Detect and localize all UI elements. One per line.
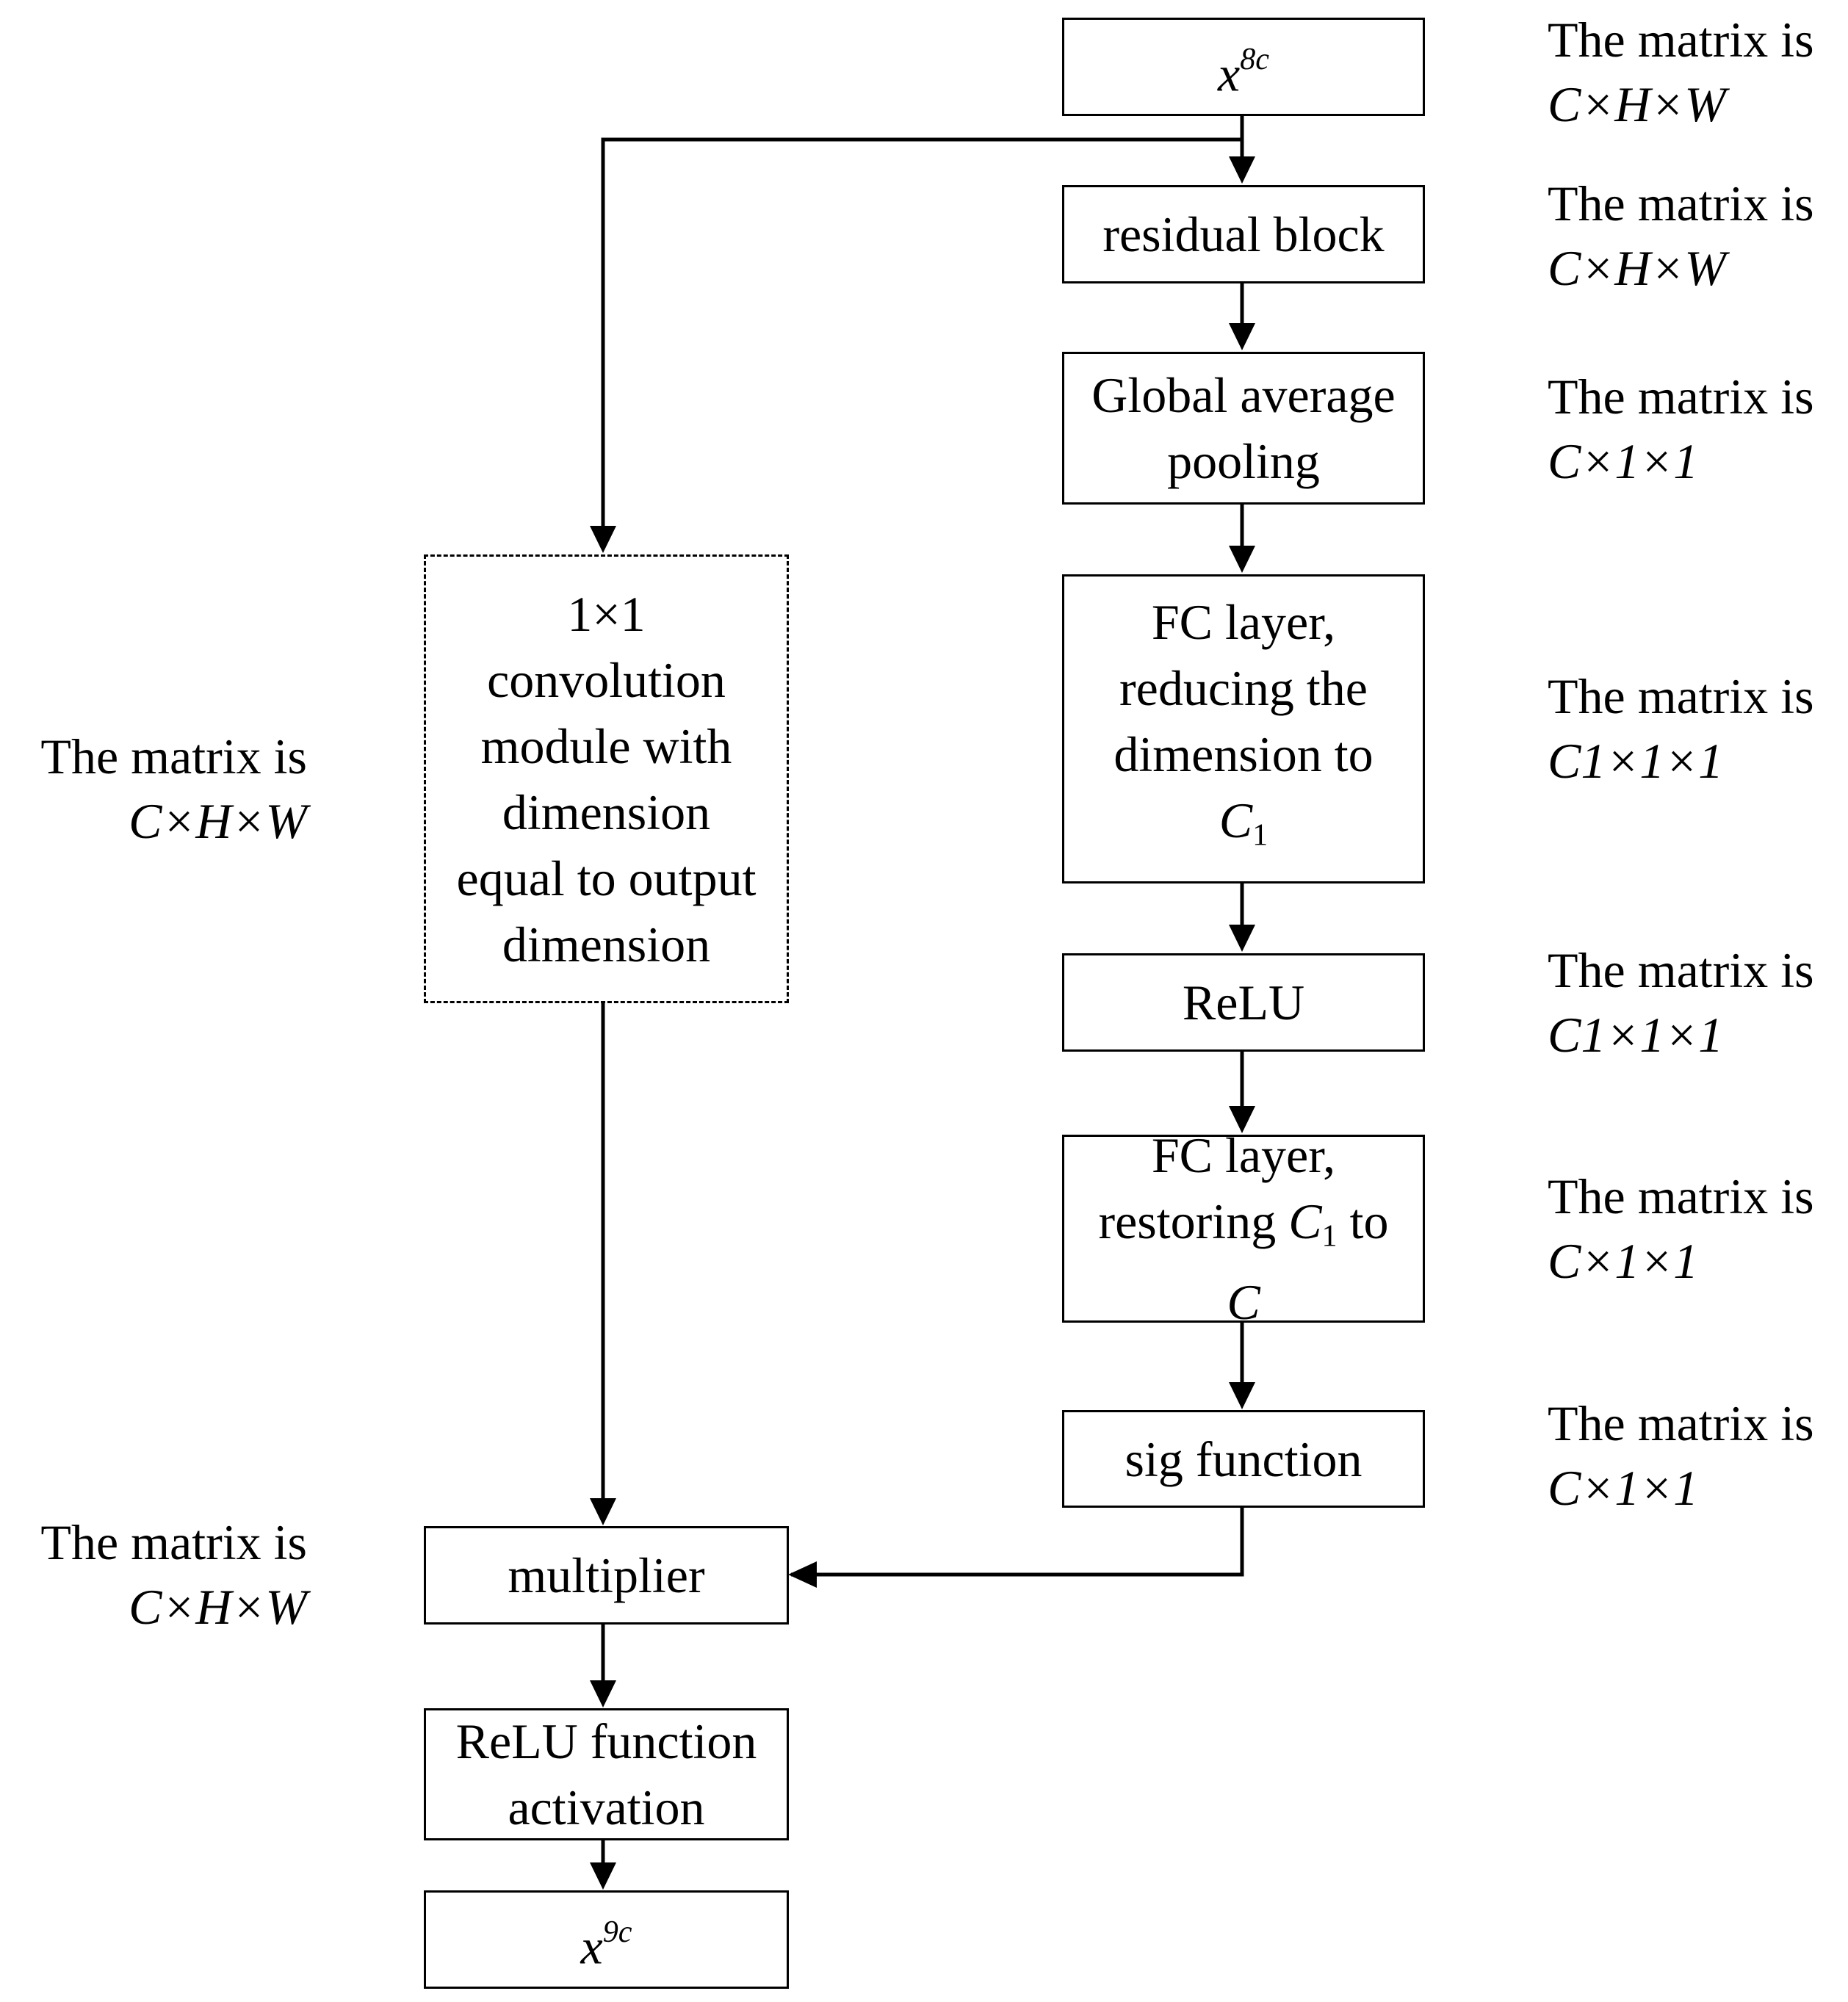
annotation-residual-prefix: The matrix is	[1548, 176, 1814, 231]
fc1-line1: FC layer,	[1151, 594, 1336, 651]
fc2-line2a: restoring	[1098, 1193, 1289, 1249]
annotation-fc1: The matrix is C1×1×1	[1548, 664, 1814, 793]
annotation-relu-prefix: The matrix is	[1548, 942, 1814, 998]
sig-label: sig function	[1125, 1431, 1362, 1487]
annotation-relu-dims: C1×1×1	[1548, 1007, 1724, 1063]
conv-line6: dimension	[502, 916, 711, 972]
arrowhead-residual	[1229, 156, 1255, 184]
fc1-line3: dimension to	[1114, 726, 1374, 783]
annotation-relu: The matrix is C1×1×1	[1548, 938, 1814, 1067]
arrowhead-conv	[590, 526, 616, 553]
fc-reduce-node: FC layer, reducing the dimension to C1	[1062, 574, 1425, 883]
output-var: x	[580, 1918, 603, 1975]
input-node: x8c	[1062, 18, 1425, 116]
arrowhead-multiplier-top	[590, 1498, 616, 1525]
annotation-conv-dims: C×H×W	[129, 793, 307, 849]
annotation-gap: The matrix is C×1×1	[1548, 364, 1814, 494]
annotation-fc1-dims: C1×1×1	[1548, 733, 1724, 789]
annotation-multiplier-prefix: The matrix is	[40, 1514, 307, 1570]
arrowhead-multiplier-right	[788, 1561, 817, 1588]
relu-label: ReLU	[1182, 975, 1305, 1030]
annotation-fc2-dims: C×1×1	[1548, 1233, 1699, 1289]
multiplier-label: multiplier	[508, 1547, 705, 1603]
relu-act-line1: ReLU function	[455, 1713, 757, 1769]
fc2-sub: 1	[1321, 1218, 1338, 1254]
annotation-input-prefix: The matrix is	[1548, 12, 1814, 68]
annotation-fc2: The matrix is C×1×1	[1548, 1164, 1814, 1293]
conv-line1: 1×1	[567, 585, 646, 642]
fc1-line2: reducing the	[1119, 660, 1368, 717]
gap-line1: Global average	[1091, 367, 1396, 423]
annotation-conv: The matrix is C×H×W	[13, 724, 307, 853]
annotation-fc2-prefix: The matrix is	[1548, 1168, 1814, 1224]
arrowhead-sig	[1229, 1382, 1255, 1409]
fc1-sub: 1	[1252, 817, 1268, 853]
annotation-sig-dims: C×1×1	[1548, 1460, 1699, 1516]
annotation-fc1-prefix: The matrix is	[1548, 668, 1814, 724]
conv-line2: convolution	[487, 651, 726, 708]
arrowhead-output	[590, 1862, 616, 1890]
annotation-input-dims: C×H×W	[1548, 76, 1726, 132]
annotation-multiplier-dims: C×H×W	[129, 1579, 307, 1635]
input-var: x	[1218, 46, 1241, 102]
fc1-var: C	[1219, 792, 1253, 849]
arrowhead-relu	[1229, 925, 1255, 952]
fc-restore-node: FC layer, restoring C1 to C	[1062, 1127, 1425, 1330]
fc2-line3: C	[1227, 1274, 1260, 1331]
conv-line5: equal to output	[456, 850, 757, 906]
output-node: x9c	[424, 1890, 789, 1989]
arrowhead-relu-act	[590, 1680, 616, 1708]
residual-block-node: residual block	[1062, 185, 1425, 283]
arrowhead-gap	[1229, 323, 1255, 350]
conv-1x1-node: 1×1 convolution module with dimension eq…	[424, 554, 789, 1003]
arrowhead-fc2	[1229, 1106, 1255, 1133]
relu-node: ReLU	[1062, 953, 1425, 1052]
output-sup: 9c	[602, 1915, 632, 1950]
fc2-line1: FC layer,	[1151, 1127, 1336, 1183]
annotation-gap-prefix: The matrix is	[1548, 369, 1814, 424]
gap-line2: pooling	[1167, 433, 1320, 489]
fc2-line2b: to	[1337, 1193, 1389, 1249]
sig-function-node: sig function	[1062, 1410, 1425, 1508]
conv-line4: dimension	[502, 784, 711, 840]
relu-act-line2: activation	[508, 1779, 705, 1835]
annotation-gap-dims: C×1×1	[1548, 433, 1699, 489]
residual-block-label: residual block	[1102, 206, 1385, 262]
skip-connection-line	[601, 137, 1242, 549]
input-sup: 8c	[1240, 42, 1269, 77]
annotation-sig-prefix: The matrix is	[1548, 1395, 1814, 1451]
arrow-sig-to-multiplier	[791, 1507, 1244, 1577]
conv-line3: module with	[480, 718, 732, 774]
multiplier-node: multiplier	[424, 1526, 789, 1625]
annotation-sig: The matrix is C×1×1	[1548, 1391, 1814, 1520]
relu-activation-node: ReLU function activation	[424, 1708, 789, 1840]
annotation-multiplier: The matrix is C×H×W	[13, 1510, 307, 1639]
annotation-conv-prefix: The matrix is	[40, 729, 307, 784]
global-average-pooling-node: Global average pooling	[1062, 352, 1425, 505]
annotation-input: The matrix is C×H×W	[1548, 7, 1814, 137]
arrowhead-fc1	[1229, 546, 1255, 573]
annotation-residual: The matrix is C×H×W	[1548, 171, 1814, 300]
annotation-residual-dims: C×H×W	[1548, 240, 1726, 296]
fc2-var: C	[1288, 1193, 1322, 1249]
